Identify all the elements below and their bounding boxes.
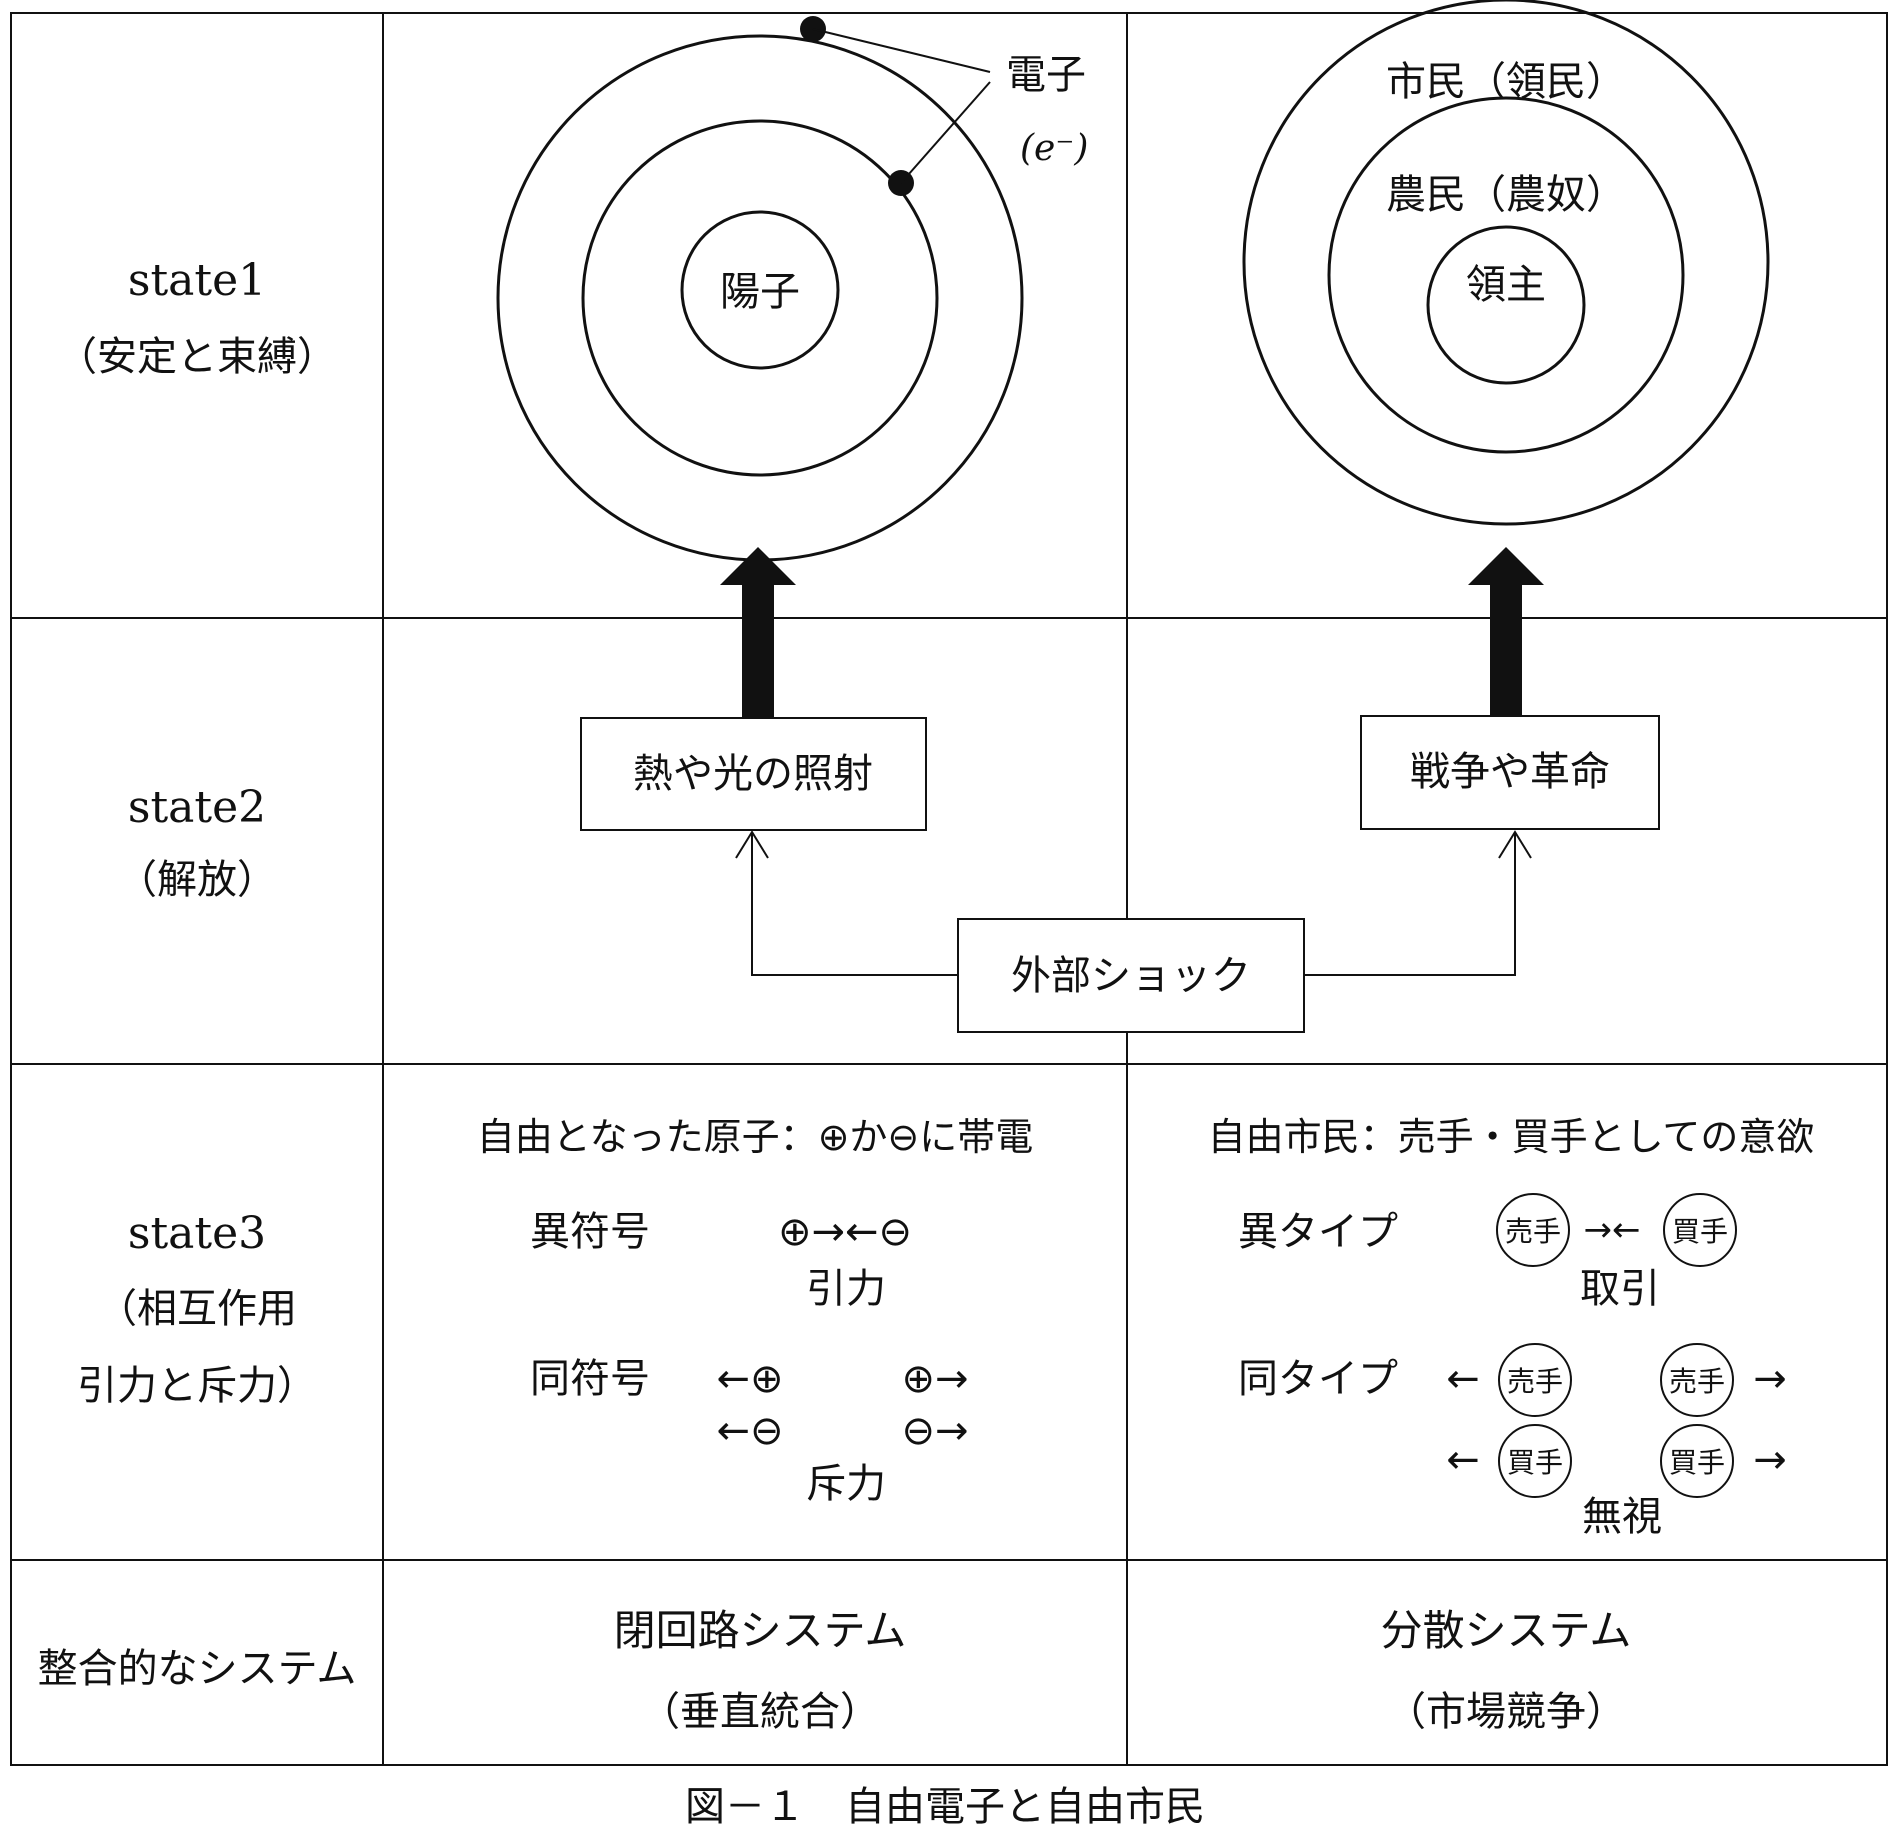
seller-circle-right [1660, 1343, 1734, 1417]
society-outer-circle [1242, 0, 1770, 526]
connector-to-atom [751, 832, 958, 976]
state3-subtitle-line2: 引力と斥力） [77, 1363, 317, 1409]
different-type-label: 異タイプ [1238, 1209, 1398, 1255]
repulsion-label: 斥力 [806, 1461, 886, 1507]
same-plus-left: ←⊕ [716, 1356, 783, 1402]
buyer-label-left: 買手 [1507, 1446, 1563, 1479]
atom-nucleus [680, 210, 840, 370]
same-sign-label: 同符号 [530, 1356, 650, 1402]
right-arrow-buyer: → [1753, 1437, 1787, 1483]
seller-label-right: 売手 [1669, 1365, 1725, 1398]
left-arrow-buyer: ← [1446, 1437, 1480, 1483]
seller-label-left: 売手 [1507, 1365, 1563, 1398]
nucleus-label: 陽子 [720, 269, 800, 315]
society-middle-label: 農民（農奴） [1386, 172, 1626, 218]
atom-thick-arrow [720, 547, 796, 718]
seller-label: 売手 [1505, 1215, 1561, 1248]
society-middle-circle [1327, 96, 1685, 454]
society-system-line1: 分散システム [1381, 1606, 1632, 1655]
electron-label: 電子 [1006, 52, 1086, 98]
society-thick-arrow [1468, 547, 1544, 718]
atom-inner-orbit [581, 119, 939, 477]
trade-pair: 売手 →← 買手 [1496, 1193, 1737, 1267]
state2-title: state2 [128, 782, 266, 833]
opposite-sign-label: 異符号 [530, 1209, 650, 1255]
system-row-title: 整合的なシステム [38, 1646, 357, 1692]
society-center-circle [1426, 225, 1586, 385]
society-outer-label: 市民（領民） [1386, 59, 1626, 105]
same-minus-right: ⊖→ [901, 1408, 968, 1454]
society-state3-heading: 自由市民：売手・買手としての意欲 [1208, 1115, 1815, 1159]
seller-circle-left [1498, 1343, 1572, 1417]
trade-arrows: →← [1584, 1210, 1641, 1250]
same-plus-right: ⊕→ [901, 1356, 968, 1402]
atom-shock-label: 熱や光の照射 [633, 751, 873, 797]
electron-leader-line-2 [900, 81, 991, 184]
left-arrow-seller: ← [1446, 1356, 1480, 1402]
buyer-label: 買手 [1672, 1215, 1728, 1248]
same-minus-left: ←⊖ [716, 1408, 783, 1454]
external-shock-box [957, 918, 1305, 1033]
society-shock-box [1360, 715, 1660, 830]
same-type-label: 同タイプ [1238, 1356, 1398, 1402]
table-border [10, 12, 1888, 1766]
electron-leader-line-1 [812, 28, 991, 73]
connector-atom-arrowhead [735, 830, 769, 859]
connector-to-society [1304, 832, 1516, 976]
buyer-label-right: 買手 [1669, 1446, 1725, 1479]
table-grid [10, 12, 1888, 1766]
atom-system-line1: 閉回路システム [614, 1606, 907, 1655]
society-diagram [1242, 0, 1770, 526]
state2-subtitle: （解放） [117, 857, 277, 903]
buyer-circle-left [1498, 1424, 1572, 1498]
right-arrow-seller: → [1753, 1356, 1787, 1402]
opposite-sign-pair: ⊕→←⊖ [778, 1209, 912, 1255]
state3-subtitle-line1: （相互作用 [97, 1286, 297, 1332]
state1-subtitle: （安定と束縛） [57, 334, 337, 380]
society-center-label: 領主 [1466, 262, 1546, 308]
external-shock-label: 外部ショック [1011, 953, 1251, 999]
state1-title: state1 [128, 255, 266, 306]
seller-circle [1496, 1193, 1570, 1267]
atom-system-line2: （垂直統合） [640, 1689, 880, 1735]
atom-shock-box [580, 717, 927, 831]
electron-symbol: (e⁻) [1020, 128, 1088, 169]
society-shock-label: 戦争や革命 [1410, 749, 1610, 795]
buyer-circle-right [1660, 1424, 1734, 1498]
external-shock-connectors [735, 830, 1532, 976]
state3-title: state3 [128, 1208, 266, 1259]
ignore-label: 無視 [1582, 1494, 1662, 1540]
connector-society-arrowhead [1498, 830, 1532, 859]
atom-state3-heading: 自由となった原子：⊕か⊖に帯電 [477, 1115, 1034, 1159]
figure-caption: 図－１ 自由電子と自由市民 [685, 1784, 1205, 1830]
buyer-circle [1663, 1193, 1737, 1267]
society-system-line2: （市場競争） [1386, 1689, 1626, 1735]
attraction-label: 引力 [806, 1266, 886, 1312]
same-type-ignore: ← 売手 売手 → ← 買手 買手 → [1446, 1343, 1787, 1498]
trade-label: 取引 [1580, 1266, 1660, 1312]
